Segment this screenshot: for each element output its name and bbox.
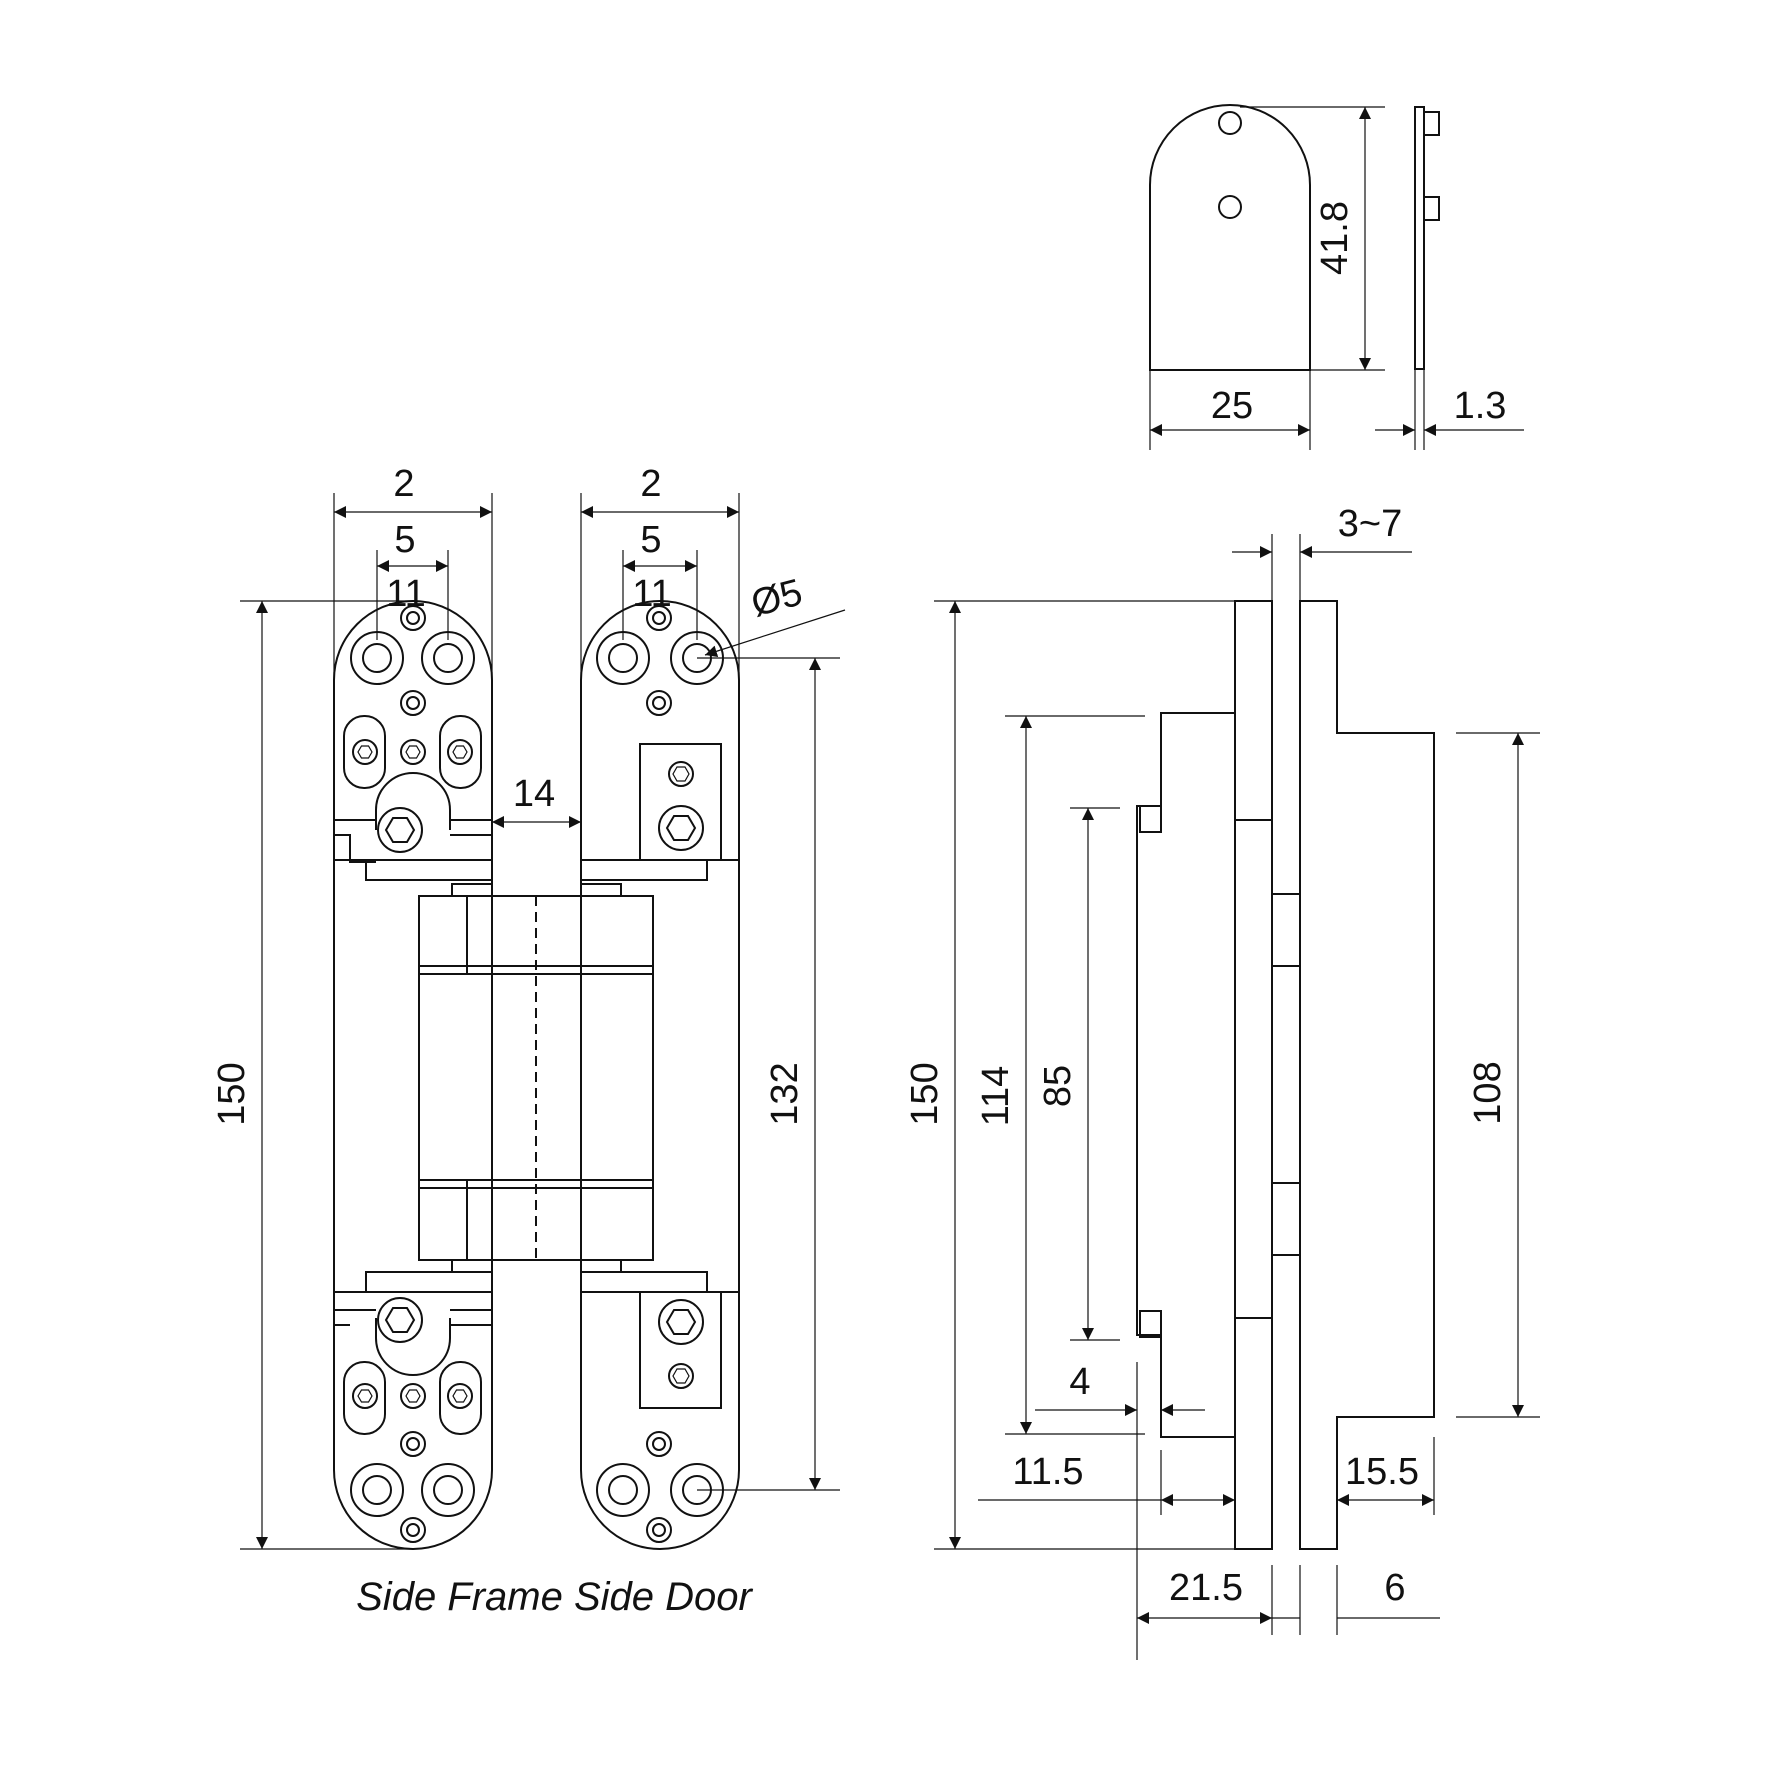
- mount-hole: [421, 1463, 475, 1517]
- dim-screw-span: 132: [764, 1062, 806, 1125]
- frame-body: [1136, 712, 1235, 1438]
- hex-screw-icon: [447, 739, 473, 765]
- dim-door-body-height: 108: [1467, 1061, 1509, 1124]
- dim-front-width-left: 2: [393, 463, 414, 505]
- drawing-caption: Side Frame Side Door: [356, 1575, 753, 1619]
- hinge-front-view: 2 2 5 5 11 11 Ø5 14 150 132: [211, 463, 846, 1550]
- dim-offset-4: 4: [1069, 1361, 1090, 1403]
- mount-hole: [350, 1463, 404, 1517]
- cover-plate-outline: [1149, 104, 1311, 371]
- dim-plate-6: 6: [1384, 1567, 1405, 1609]
- dim-body-gap: 14: [513, 773, 555, 815]
- dim-overall-height-front: 150: [211, 1062, 253, 1125]
- dim-cover-height: 41.8: [1314, 201, 1356, 275]
- dim-depth-21-5: 21.5: [1169, 1567, 1243, 1609]
- dim-front-width-right: 2: [640, 463, 661, 505]
- cover-hole-top: [1218, 111, 1242, 135]
- dim-cover-width: 25: [1211, 385, 1253, 427]
- dim-cover-thickness: 1.3: [1454, 385, 1507, 427]
- mount-hole: [596, 1463, 650, 1517]
- cover-profile: [1414, 106, 1425, 370]
- door-body: [1299, 600, 1435, 1550]
- dim-hole-offset-left: 11: [386, 573, 425, 615]
- dim-depth-11-5: 11.5: [1012, 1451, 1083, 1493]
- dim-hole-offset-right: 11: [632, 573, 671, 615]
- cover-peg-bottom: [1423, 196, 1440, 221]
- dim-hole-diameter: Ø5: [747, 572, 807, 626]
- dim-door-gap: 3~7: [1338, 503, 1402, 545]
- cover-plate-view: 41.8 25 1.3: [1149, 104, 1524, 450]
- hinge-side-view: 3~7 150 114 85 108 4 11.5 15.5: [904, 503, 1540, 1660]
- dim-frame-body-height: 114: [975, 1066, 1017, 1127]
- frame-plate: [1234, 600, 1273, 1550]
- cover-peg-top: [1423, 111, 1440, 136]
- adjust-screw-icon: [377, 807, 423, 853]
- hex-screw-icon: [658, 805, 704, 851]
- dim-hole-spacing-left: 5: [394, 519, 415, 561]
- hex-screw-icon: [668, 761, 694, 787]
- dim-frame-recess-height: 85: [1037, 1065, 1079, 1107]
- dim-hole-spacing-right: 5: [640, 519, 661, 561]
- hex-screw-icon: [352, 739, 378, 765]
- dim-overall-height-side: 150: [904, 1062, 946, 1125]
- cover-hole-bottom: [1218, 195, 1242, 219]
- dim-depth-15-5: 15.5: [1345, 1451, 1419, 1493]
- adjust-screw-icon: [377, 1297, 423, 1343]
